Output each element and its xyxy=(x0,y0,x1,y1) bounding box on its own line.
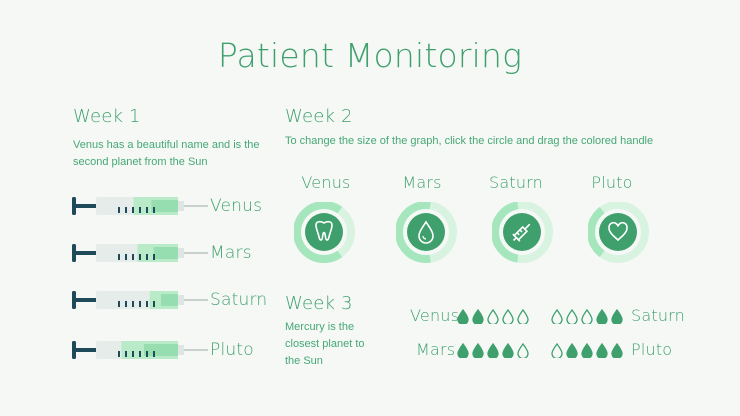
drop-icon xyxy=(611,342,623,358)
drop-icon xyxy=(581,308,593,324)
drop-icon xyxy=(596,342,608,358)
drop-icon xyxy=(487,308,499,324)
drop-icon xyxy=(502,342,514,358)
syringe-label-saturn: Saturn xyxy=(210,290,268,310)
week2-heading: Week 2 xyxy=(285,106,353,127)
drops-label-mars: Mars xyxy=(416,340,456,359)
syringe-label-mars: Mars xyxy=(210,243,252,263)
week2-description: To change the size of the graph, click t… xyxy=(285,135,654,147)
syringe-label-pluto: Pluto xyxy=(210,340,254,360)
gauge-pluto[interactable] xyxy=(588,202,650,264)
week1-heading: Week 1 xyxy=(73,106,141,127)
tooth-icon xyxy=(315,220,333,241)
gauge-venus[interactable] xyxy=(294,202,356,264)
gauge-ring xyxy=(294,202,355,263)
syringe-icon xyxy=(512,223,531,242)
drops-row-saturn xyxy=(551,308,625,324)
drops-row-mars xyxy=(457,342,531,358)
drops-label-venus: Venus xyxy=(410,306,460,325)
drop-icon xyxy=(566,308,578,324)
syringe-graphic xyxy=(72,291,208,309)
drop-icon xyxy=(457,342,469,358)
drops-row-venus xyxy=(457,308,531,324)
gauge-label-pluto: Pluto xyxy=(591,173,633,192)
drop-icon xyxy=(487,342,499,358)
drops-row-pluto xyxy=(551,342,625,358)
syringe-graphic xyxy=(72,197,208,215)
drop-icons xyxy=(551,308,623,324)
heart-icon xyxy=(608,221,628,242)
gauge-ring xyxy=(588,202,649,263)
drop-icon xyxy=(457,308,469,324)
syringe-mars xyxy=(72,240,208,266)
drop-icon xyxy=(418,220,434,244)
week1-description: Venus has a beautiful name and is the se… xyxy=(73,139,260,168)
syringe-graphic xyxy=(72,341,208,359)
drop-icon xyxy=(551,342,563,358)
syringe-saturn xyxy=(72,287,208,313)
gauge-ring xyxy=(396,202,457,263)
syringe-graphic xyxy=(72,244,208,262)
drop-icon xyxy=(517,308,529,324)
drops-label-pluto: Pluto xyxy=(631,340,673,359)
drop-icon xyxy=(472,308,484,324)
page-title: Patient Monitoring xyxy=(217,36,523,75)
syringe-venus xyxy=(72,193,208,219)
drop-icon xyxy=(517,342,529,358)
drop-icon xyxy=(596,308,608,324)
drop-icons xyxy=(551,342,623,358)
syringe-pluto xyxy=(72,337,208,363)
drop-icon xyxy=(472,342,484,358)
drop-icon xyxy=(566,342,578,358)
drop-icon xyxy=(611,308,623,324)
gauge-ring xyxy=(492,202,553,263)
drop-icons xyxy=(457,308,529,324)
drop-icon xyxy=(581,342,593,358)
gauge-label-saturn: Saturn xyxy=(488,173,543,192)
drop-icons xyxy=(457,342,529,358)
week3-heading: Week 3 xyxy=(285,293,353,314)
week3-description: Mercury is the closest planet to the Sun xyxy=(285,321,365,367)
drop-icon xyxy=(502,308,514,324)
syringe-label-venus: Venus xyxy=(210,196,263,216)
gauge-mars[interactable] xyxy=(396,202,458,264)
drops-label-saturn: Saturn xyxy=(631,306,686,325)
gauge-label-venus: Venus xyxy=(301,173,351,192)
gauge-saturn[interactable] xyxy=(492,202,554,264)
gauge-label-mars: Mars xyxy=(402,173,442,192)
drop-icon xyxy=(551,308,563,324)
